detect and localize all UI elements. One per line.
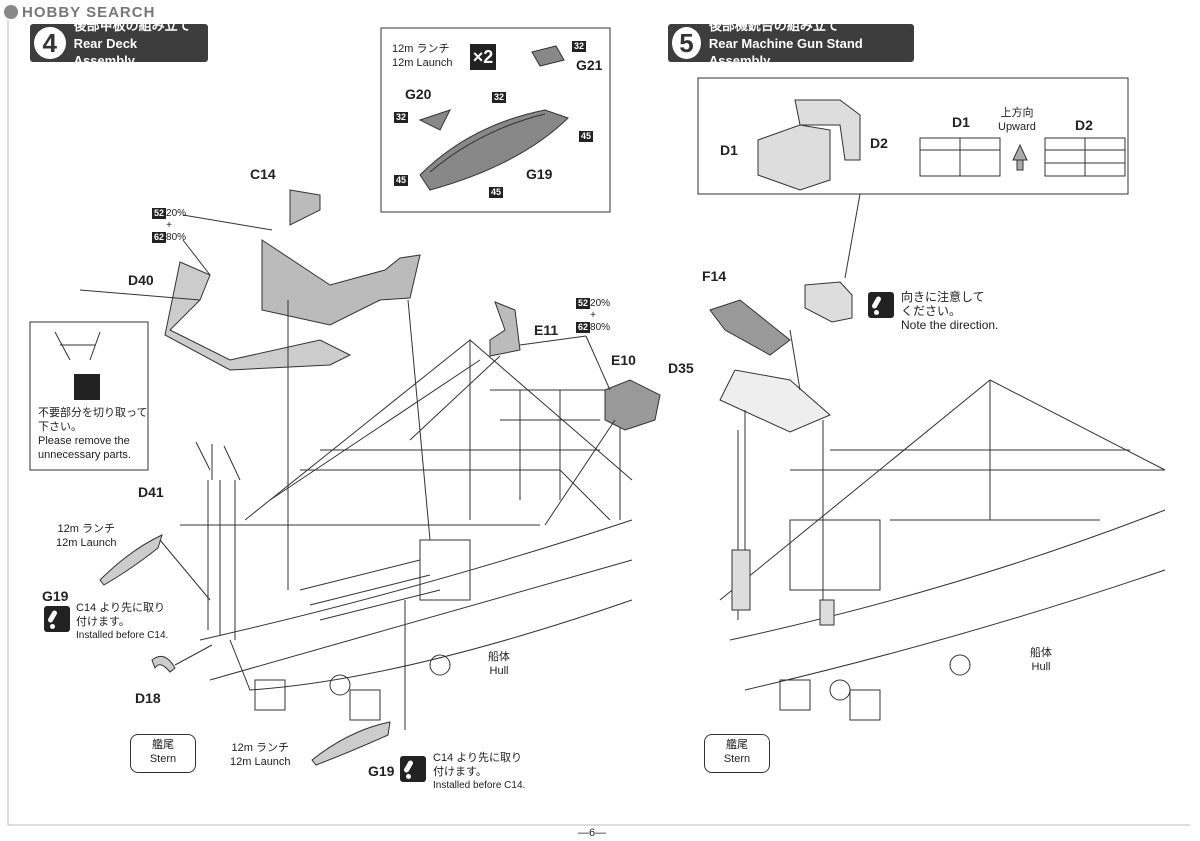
part-label-c14: C14: [250, 166, 276, 182]
page-number: —6—: [578, 827, 607, 839]
part-label-e10: E10: [611, 352, 636, 368]
part-label-d1: D1: [720, 142, 738, 158]
part-label-d41: D41: [138, 484, 164, 500]
step-title-jp: 後部甲板の組み立て: [73, 18, 191, 34]
install-note: C14 より先に取り 付けます。 Installed before C14.: [433, 752, 526, 791]
step-title-en: Rear Deck Assembly: [73, 35, 138, 68]
watermark: HOBBY SEARCH: [4, 4, 155, 21]
install-note: C14 より先に取り 付けます。 Installed before C14.: [76, 602, 169, 641]
color-code-tag: 45: [489, 187, 504, 198]
inset-launch-label: 12m ランチ 12m Launch: [392, 43, 453, 69]
watermark-icon: [4, 5, 18, 19]
caution-icon: [868, 292, 894, 318]
cut-icon: [74, 374, 100, 400]
step-number: 5: [672, 27, 701, 59]
part-label-d40: D40: [128, 272, 154, 288]
color-code-tag: 32: [492, 92, 507, 103]
stern-label: 艦尾 Stern: [704, 734, 770, 773]
part-label-e11: E11: [534, 322, 559, 338]
launch-label: 12m ランチ 12m Launch: [56, 523, 117, 549]
step-4-header: 4 後部甲板の組み立て Rear Deck Assembly: [30, 19, 208, 68]
part-label-d18: D18: [135, 690, 161, 706]
part-label-g21: G21: [576, 57, 603, 73]
stern-label: 艦尾 Stern: [130, 734, 196, 773]
hull-label: 船体 Hull: [488, 651, 510, 677]
glue-icon: [44, 606, 70, 632]
step-number: 4: [34, 27, 66, 59]
part-label-g19: G19: [42, 588, 69, 604]
color-code-tag: 32: [394, 112, 409, 123]
launch-label: 12m ランチ 12m Launch: [230, 742, 291, 768]
color-code-tag: 32: [572, 41, 587, 52]
step-title-jp: 後部機銃台の組み立て: [708, 18, 839, 34]
remove-note: 不要部分を切り取って下さい。 Please remove the unneces…: [38, 407, 148, 461]
part-label-g20: G20: [405, 86, 432, 102]
step-title-en: Rear Machine Gun Stand Assembly: [708, 35, 863, 68]
direction-note: 向きに注意して ください。 Note the direction.: [901, 290, 999, 332]
part-label-f14: F14: [702, 268, 727, 284]
quantity-badge: ×2: [470, 44, 496, 70]
part-label-d2: D2: [870, 135, 888, 151]
color-code-tag: 45: [579, 131, 594, 142]
part-label-g19: G19: [368, 763, 395, 779]
step-5-header: 5 後部機銃台の組み立て Rear Machine Gun Stand Asse…: [668, 19, 914, 68]
part-label-d1: D1: [952, 114, 970, 130]
glue-icon: [400, 756, 426, 782]
hull-label: 船体 Hull: [1030, 647, 1052, 673]
part-label-d35: D35: [668, 360, 694, 376]
part-label-d2: D2: [1075, 117, 1093, 133]
color-code-tag: 45: [394, 175, 409, 186]
upward-label: 上方向 Upward: [998, 107, 1036, 133]
part-label-g19: G19: [526, 166, 553, 182]
